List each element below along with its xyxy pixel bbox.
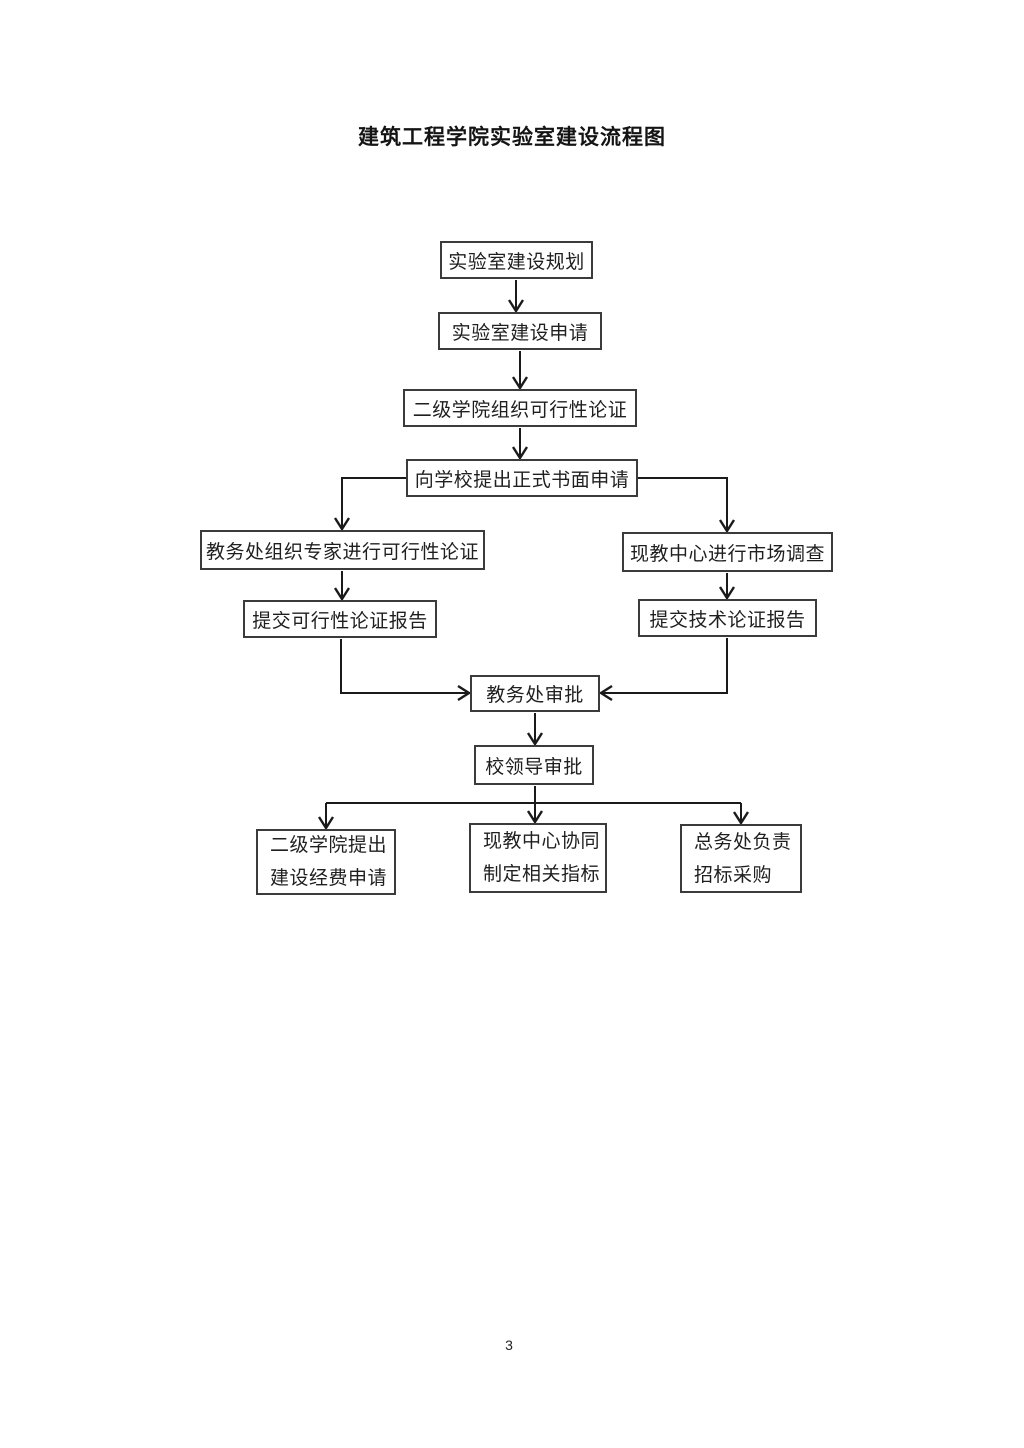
edge-formal-to-expert-review: [333, 477, 406, 532]
node-academic-office-expert-review: 教务处组织专家进行可行性论证: [200, 530, 485, 570]
node-lab-construction-plan: 实验室建设规划: [440, 241, 593, 279]
node-label: 向学校提出正式书面申请: [414, 469, 630, 491]
node-label: 总务处负责 招标采购: [694, 831, 792, 886]
node-label: 二级学院提出 建设经费申请: [270, 835, 388, 889]
node-modern-ed-center-market-survey: 现教中心进行市场调查: [622, 532, 833, 572]
node-label: 提交技术论证报告: [649, 609, 806, 631]
page-title: 建筑工程学院实验室建设流程图: [358, 125, 666, 149]
node-school-leader-approval: 校领导审批: [474, 745, 594, 785]
node-college-funding-application: 二级学院提出 建设经费申请: [256, 829, 396, 895]
edge-formal-to-market-survey: [638, 477, 736, 534]
node-lab-construction-application: 实验室建设申请: [438, 312, 602, 350]
node-label: 现教中心进行市场调查: [629, 543, 825, 565]
node-academic-office-approval: 教务处审批: [470, 675, 600, 712]
edge-feasibility-report-to-academic-approval: [340, 639, 472, 702]
node-center-define-indicators: 现教中心协同 制定相关指标: [469, 823, 607, 893]
node-label: 实验室建设规划: [448, 251, 585, 273]
node-label: 教务处组织专家进行可行性论证: [205, 541, 479, 563]
edge-technical-report-to-academic-approval: [598, 638, 728, 702]
node-label: 二级学院组织可行性论证: [412, 399, 628, 421]
node-label: 现教中心协同 制定相关指标: [483, 831, 601, 885]
node-formal-written-application: 向学校提出正式书面申请: [406, 459, 638, 497]
node-label: 提交可行性论证报告: [252, 610, 428, 632]
node-submit-feasibility-report: 提交可行性论证报告: [243, 600, 437, 638]
node-general-affairs-procurement: 总务处负责 招标采购: [680, 824, 802, 893]
node-label: 校领导审批: [485, 756, 583, 778]
node-college-feasibility-review: 二级学院组织可行性论证: [403, 389, 637, 427]
node-label: 教务处审批: [486, 685, 584, 706]
node-label: 实验室建设申请: [451, 322, 589, 344]
node-submit-technical-report: 提交技术论证报告: [638, 599, 817, 637]
page-number: 3: [505, 1337, 513, 1353]
